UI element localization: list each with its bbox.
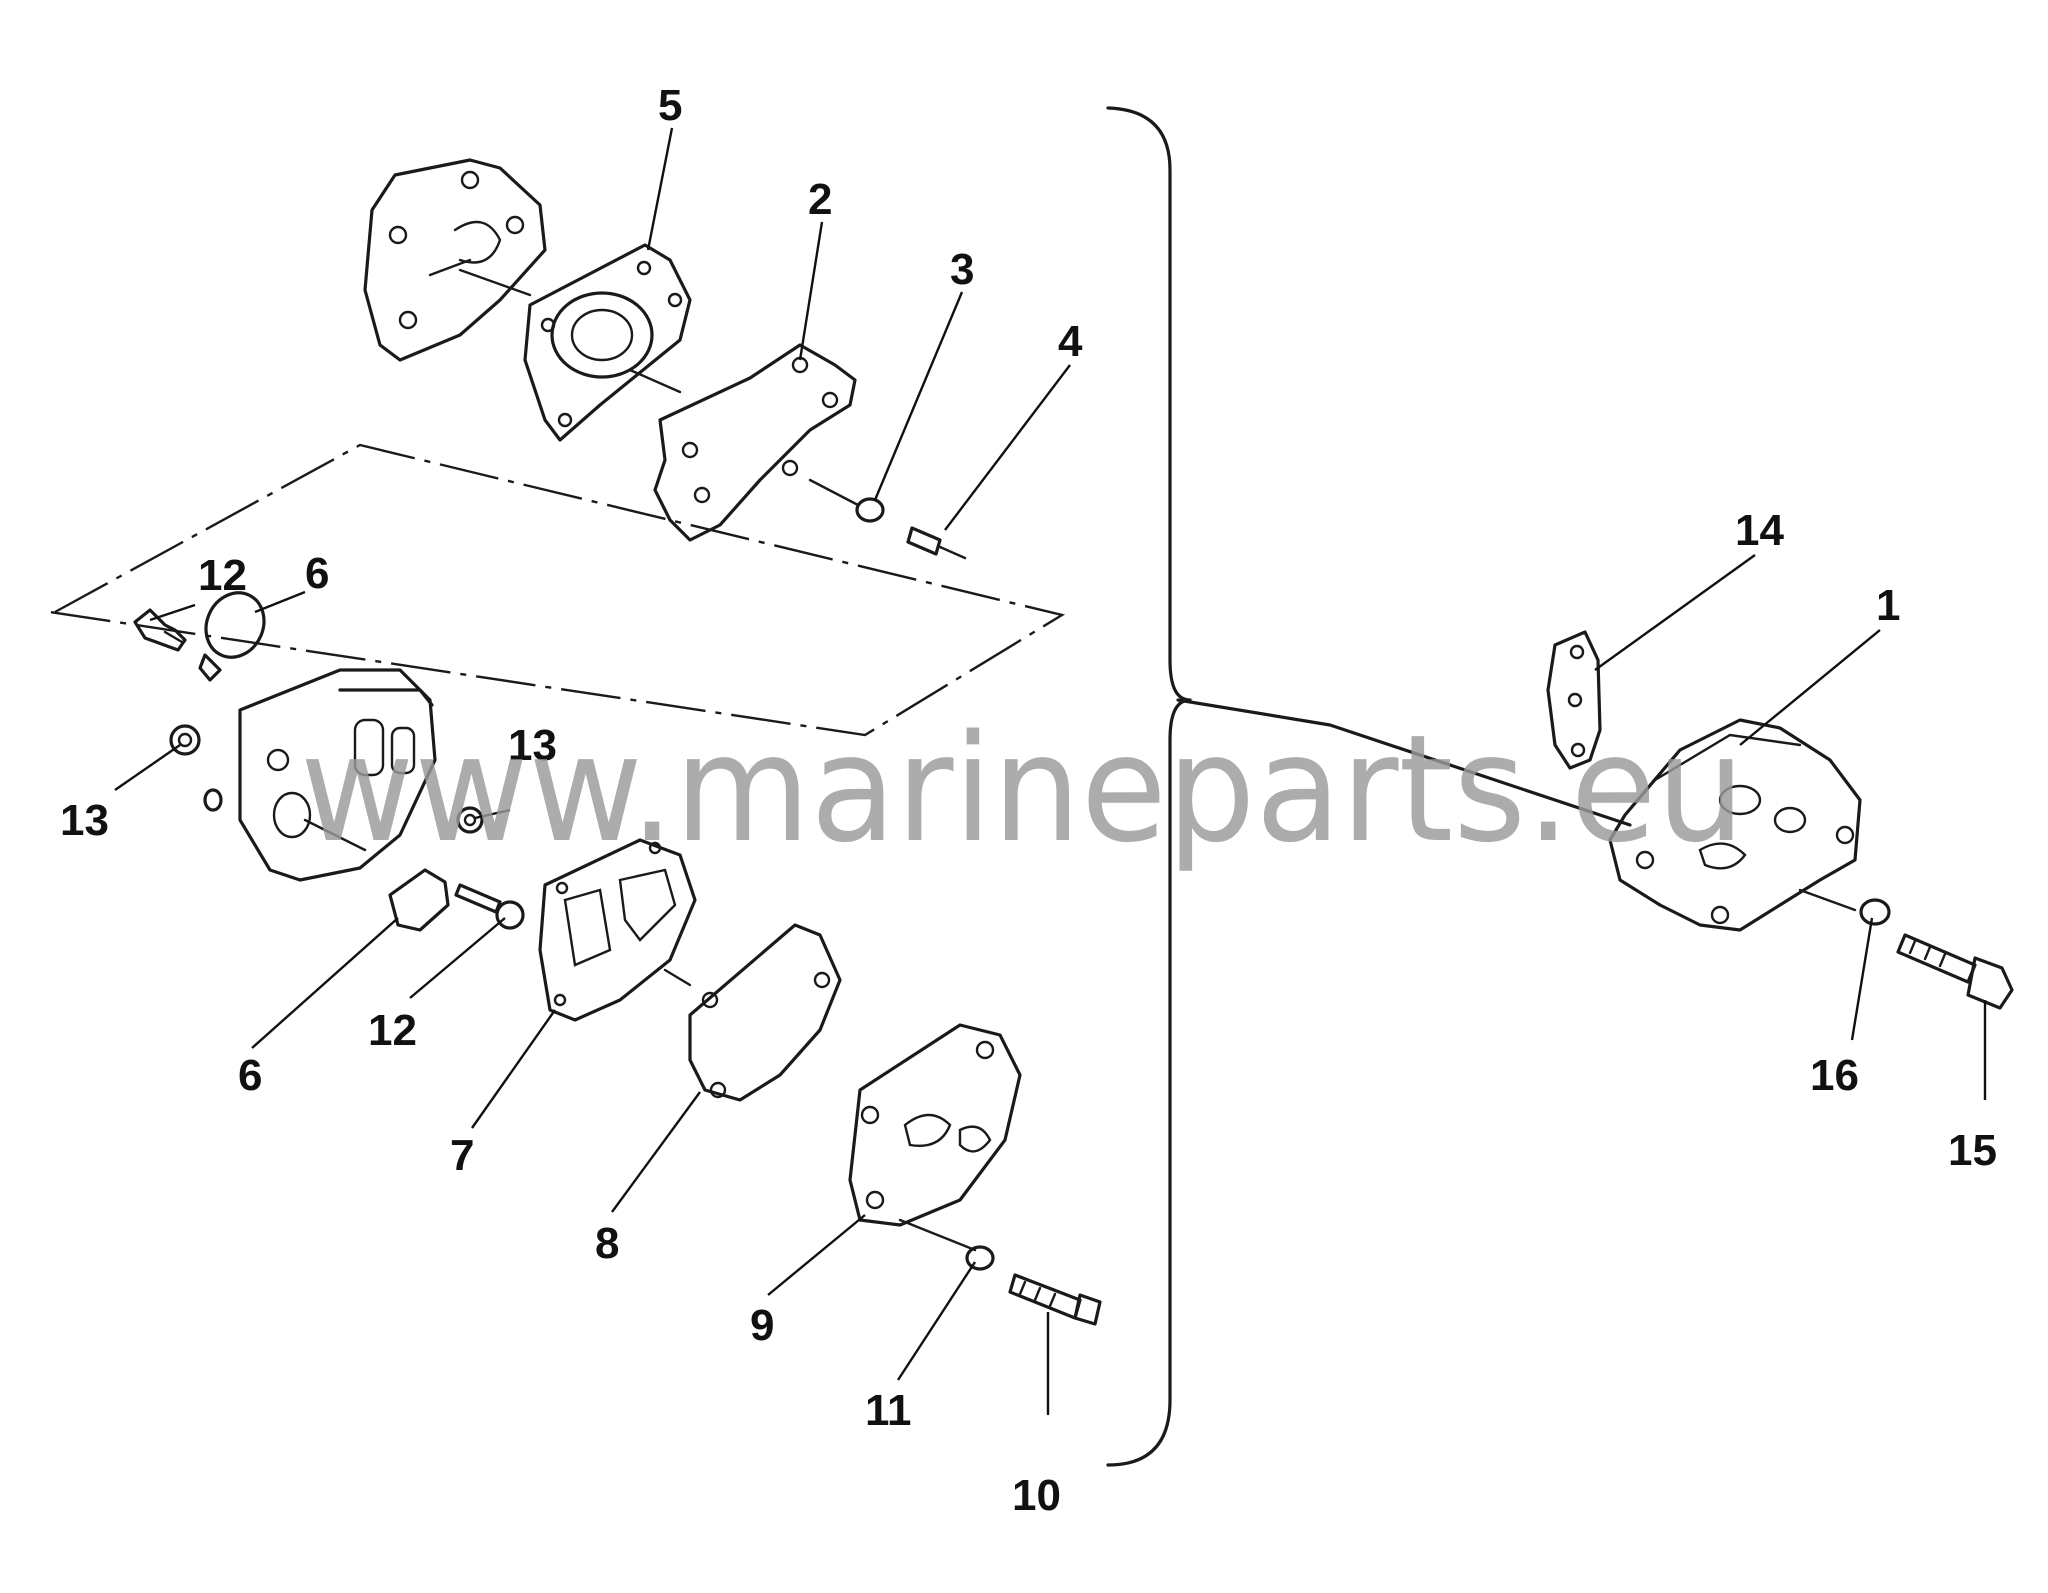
- callout-4: 4: [1058, 317, 1083, 366]
- nut-13-left: [169, 724, 201, 756]
- callout-16: 16: [1810, 1051, 1859, 1100]
- pump-body-left: [203, 668, 437, 882]
- callout-9: 9: [750, 1301, 774, 1350]
- callout-7: 7: [450, 1131, 474, 1180]
- gasket-14: [1546, 630, 1602, 770]
- screw-12-top: [133, 608, 187, 652]
- callout-15: 15: [1948, 1126, 1997, 1175]
- diaphragm-2: [653, 343, 860, 542]
- callout-3: 3: [950, 245, 974, 294]
- callout-5: 5: [658, 81, 682, 130]
- gasket-5: [458, 243, 692, 442]
- watermark: www.marineparts.eu: [300, 703, 1745, 875]
- diaphragm-8: [663, 923, 842, 1102]
- pump-cover-bottom-9: [848, 1023, 1022, 1252]
- callout-14: 14: [1735, 506, 1784, 555]
- lock-washer-11: [965, 1245, 995, 1271]
- screw-4: [906, 526, 967, 560]
- check-valve-6-bottom: [388, 868, 450, 932]
- lock-washer-3: [855, 497, 885, 523]
- bolt-15: [1896, 933, 2014, 1010]
- callout-12-bottom: 12: [368, 1006, 417, 1055]
- callout-13-left: 13: [60, 796, 109, 845]
- gasket-7: [538, 838, 697, 1022]
- leader-lines: [114, 127, 1987, 1415]
- callout-6-bottom: 6: [238, 1051, 262, 1100]
- callout-10: 10: [1012, 1471, 1061, 1520]
- callout-11: 11: [865, 1386, 912, 1435]
- nut-13-right: [456, 806, 484, 834]
- screw-12-bottom: [454, 883, 525, 930]
- callout-1: 1: [1876, 581, 1900, 630]
- callout-2: 2: [808, 175, 832, 224]
- callout-12-top: 12: [198, 551, 247, 600]
- assembly-outline: [49, 443, 1066, 737]
- assembly-brace: [1106, 106, 1192, 1467]
- callout-6-top: 6: [305, 549, 329, 598]
- fuel-pump-assembly-1: [1608, 718, 1862, 932]
- screw-10: [1008, 1273, 1102, 1326]
- check-valve-6-top: [198, 591, 266, 682]
- pump-cover-top: [363, 158, 547, 362]
- assembly-link-line: [1176, 698, 1632, 827]
- callout-8: 8: [595, 1219, 619, 1268]
- lock-washer-16: [1859, 898, 1891, 926]
- callout-13-right: 13: [508, 721, 557, 770]
